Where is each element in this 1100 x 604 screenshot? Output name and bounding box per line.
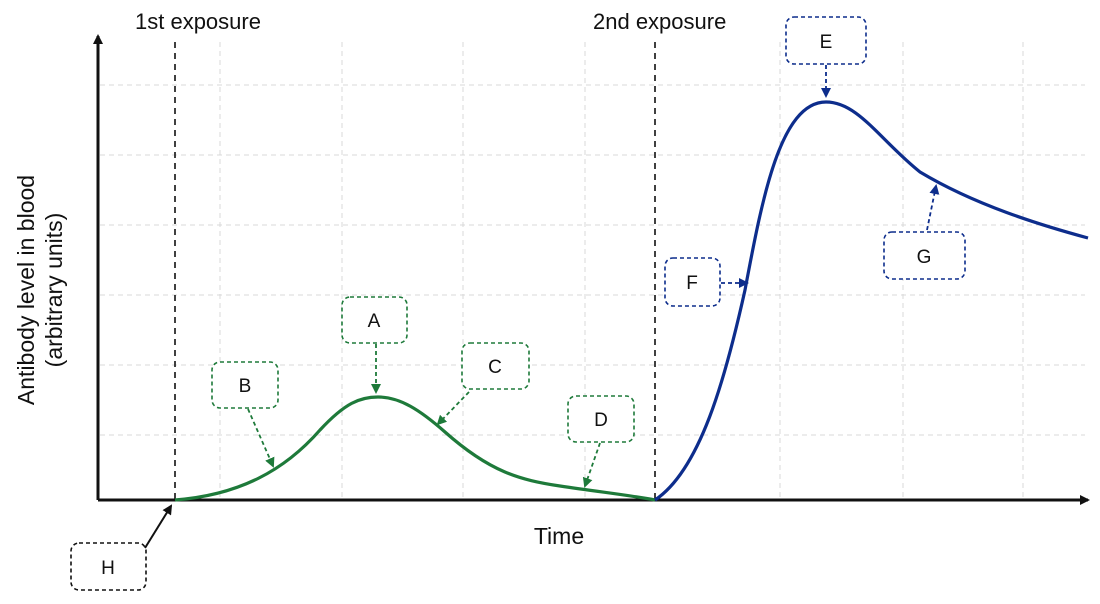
callout-b-arrow (247, 408, 275, 468)
y-axis-label: Antibody level in blood (arbitrary units… (13, 175, 67, 405)
x-axis-label: Time (534, 523, 584, 549)
callout-g-label: G (917, 247, 932, 268)
secondary-response-curve (654, 100, 1089, 502)
callout-a: A (341, 296, 408, 344)
callout-c: C (461, 342, 530, 390)
callout-g-arrow (926, 184, 940, 231)
callout-e: E (785, 16, 867, 65)
grid (100, 42, 1085, 500)
callout-c-arrow (436, 391, 470, 426)
callout-h-label: H (101, 558, 115, 579)
second-exposure-label: 2nd exposure (593, 9, 726, 34)
callout-e-label: E (820, 32, 833, 53)
callout-a-label: A (368, 311, 381, 332)
callout-h: H (70, 542, 147, 591)
callout-b: B (211, 361, 279, 409)
callout-h-arrow (144, 504, 173, 549)
callout-g: G (883, 231, 966, 280)
first-exposure-label: 1st exposure (135, 9, 261, 34)
callout-f-label: F (686, 273, 698, 294)
y-axis-label-line2: (arbitrary units) (41, 213, 67, 368)
callout-d-arrow (582, 442, 601, 488)
primary-response-curve (174, 395, 656, 502)
y-axis-label-line1: Antibody level in blood (13, 175, 39, 405)
callout-b-label: B (239, 376, 252, 397)
callout-d: D (567, 395, 635, 443)
callout-f: F (664, 257, 721, 307)
callout-c-label: C (488, 357, 502, 378)
callout-d-label: D (594, 410, 608, 431)
